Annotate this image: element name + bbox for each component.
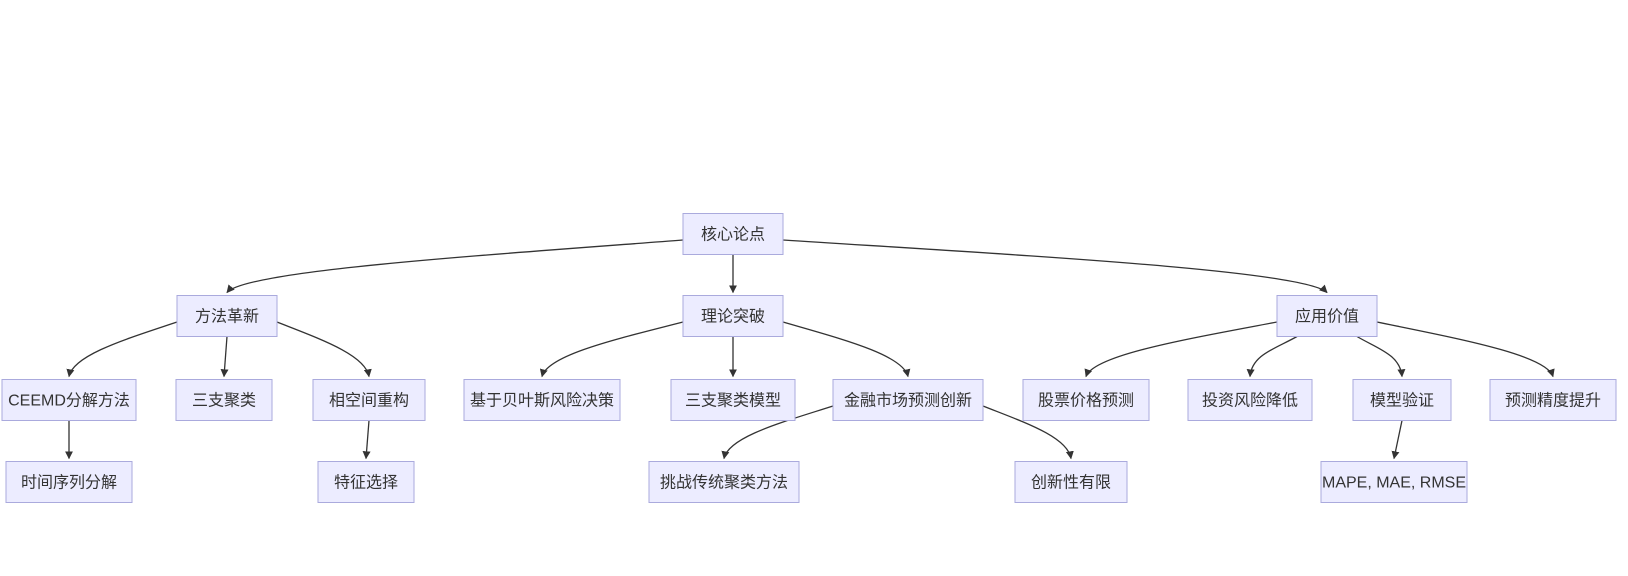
node-prediction-accuracy-improvement: 预测精度提升 bbox=[1489, 379, 1617, 421]
node-box-phase-space-reconstruction bbox=[312, 379, 426, 421]
node-bayesian-risk-decision: 基于贝叶斯风险决策 bbox=[463, 379, 621, 421]
node-box-application-value bbox=[1276, 295, 1378, 337]
node-financial-forecast-innovation: 金融市场预测创新 bbox=[832, 379, 984, 421]
node-model-validation: 模型验证 bbox=[1352, 379, 1452, 421]
node-investment-risk-reduction: 投资风险降低 bbox=[1187, 379, 1313, 421]
node-label-time-series-decomposition: 时间序列分解 bbox=[21, 474, 117, 492]
node-label-three-way-clustering: 三支聚类 bbox=[192, 392, 256, 410]
node-label-application-value: 应用价值 bbox=[1295, 307, 1359, 326]
node-label-financial-forecast-innovation: 金融市场预测创新 bbox=[844, 392, 972, 410]
node-label-feature-selection: 特征选择 bbox=[334, 474, 398, 492]
edge-application-value-to-stock-price-prediction bbox=[1084, 321, 1278, 378]
node-box-challenge-traditional-clustering bbox=[648, 461, 800, 503]
node-label-method-innovation: 方法革新 bbox=[195, 308, 259, 326]
node-box-three-way-clustering bbox=[175, 379, 273, 421]
node-ceemd-decomposition: CEEMD分解方法 bbox=[1, 379, 137, 421]
node-label-bayesian-risk-decision: 基于贝叶斯风险决策 bbox=[470, 392, 614, 410]
node-three-way-clustering: 三支聚类 bbox=[175, 379, 273, 421]
node-label-three-way-cluster-model: 三支聚类模型 bbox=[685, 392, 781, 410]
edge-application-value-to-investment-risk-reduction bbox=[1246, 335, 1298, 378]
node-three-way-cluster-model: 三支聚类模型 bbox=[670, 379, 796, 421]
edge-financial-forecast-innovation-to-challenge-traditional-clustering bbox=[721, 405, 834, 460]
node-time-series-decomposition: 时间序列分解 bbox=[5, 461, 133, 503]
node-box-stock-price-prediction bbox=[1022, 379, 1150, 421]
node-phase-space-reconstruction: 相空间重构 bbox=[312, 379, 426, 421]
edge-financial-forecast-innovation-to-limited-novelty bbox=[982, 405, 1074, 460]
node-label-phase-space-reconstruction: 相空间重构 bbox=[329, 392, 409, 410]
node-box-time-series-decomposition bbox=[5, 461, 133, 503]
node-box-model-validation bbox=[1352, 379, 1452, 421]
node-box-prediction-accuracy-improvement bbox=[1489, 379, 1617, 421]
node-box-ceemd-decomposition bbox=[1, 379, 137, 421]
node-box-investment-risk-reduction bbox=[1187, 379, 1313, 421]
node-method-innovation: 方法革新 bbox=[176, 295, 278, 337]
node-box-error-metrics bbox=[1320, 461, 1468, 503]
edge-model-validation-to-error-metrics bbox=[1391, 420, 1403, 460]
node-box-bayesian-risk-decision bbox=[463, 379, 621, 421]
node-label-prediction-accuracy-improvement: 预测精度提升 bbox=[1505, 392, 1601, 410]
node-box-limited-novelty bbox=[1014, 461, 1128, 503]
node-error-metrics: MAPE, MAE, RMSE bbox=[1320, 461, 1468, 503]
node-limited-novelty: 创新性有限 bbox=[1014, 461, 1128, 503]
node-box-financial-forecast-innovation bbox=[832, 379, 984, 421]
node-label-stock-price-prediction: 股票价格预测 bbox=[1038, 392, 1134, 410]
edge-theory-breakthrough-to-bayesian-risk-decision bbox=[539, 321, 684, 378]
node-core-thesis: 核心论点 bbox=[682, 213, 784, 255]
node-label-investment-risk-reduction: 投资风险降低 bbox=[1202, 392, 1298, 410]
node-label-model-validation: 模型验证 bbox=[1370, 392, 1434, 410]
edge-theory-breakthrough-to-financial-forecast-innovation bbox=[782, 321, 911, 378]
edge-application-value-to-prediction-accuracy-improvement bbox=[1376, 321, 1555, 378]
edge-method-innovation-to-phase-space-reconstruction bbox=[276, 321, 372, 378]
node-stock-price-prediction: 股票价格预测 bbox=[1022, 379, 1150, 421]
node-box-feature-selection bbox=[317, 461, 415, 503]
edge-core-thesis-to-application-value bbox=[782, 239, 1328, 294]
node-label-limited-novelty: 创新性有限 bbox=[1031, 474, 1111, 492]
node-box-method-innovation bbox=[176, 295, 278, 337]
edge-method-innovation-to-three-way-clustering bbox=[220, 336, 229, 378]
node-application-value: 应用价值 bbox=[1276, 295, 1378, 337]
edge-core-thesis-to-method-innovation bbox=[226, 239, 684, 294]
edge-phase-space-reconstruction-to-feature-selection bbox=[362, 420, 371, 460]
node-box-core-thesis bbox=[682, 213, 784, 255]
node-theory-breakthrough: 理论突破 bbox=[682, 295, 784, 337]
node-feature-selection: 特征选择 bbox=[317, 461, 415, 503]
node-label-challenge-traditional-clustering: 挑战传统聚类方法 bbox=[660, 474, 788, 492]
edge-application-value-to-model-validation bbox=[1356, 335, 1406, 378]
edge-method-innovation-to-ceemd-decomposition bbox=[66, 321, 178, 378]
node-label-theory-breakthrough: 理论突破 bbox=[701, 308, 765, 326]
node-label-error-metrics: MAPE, MAE, RMSE bbox=[1322, 475, 1466, 492]
node-box-theory-breakthrough bbox=[682, 295, 784, 337]
node-label-ceemd-decomposition: CEEMD分解方法 bbox=[8, 392, 130, 410]
node-box-three-way-cluster-model bbox=[670, 379, 796, 421]
node-challenge-traditional-clustering: 挑战传统聚类方法 bbox=[648, 461, 800, 503]
node-label-core-thesis: 核心论点 bbox=[701, 226, 765, 244]
